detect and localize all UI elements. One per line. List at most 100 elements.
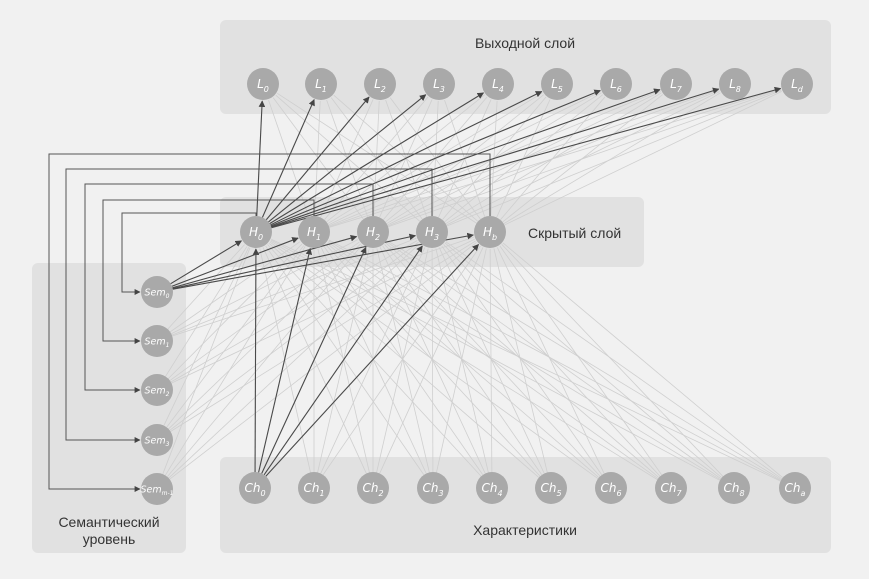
bold-edge-ch0-hidden: [258, 247, 313, 473]
faint-edge-semantic-hidden: [169, 241, 419, 431]
feature-node: Ch2: [357, 472, 389, 504]
bold-edge-h0-output: [271, 86, 782, 229]
feature-node-circle: [417, 472, 449, 504]
faint-edge-feature-hidden: [443, 244, 661, 477]
faint-edge-semantic-hidden: [170, 240, 418, 383]
semantic-node-label: Sem2: [145, 385, 170, 398]
output-node: Ld: [781, 68, 813, 100]
output-node-label: L3: [433, 77, 445, 94]
faint-edge-semantic-hidden: [169, 242, 477, 480]
faint-edge-semantic-hidden: [168, 243, 362, 430]
faint-edge-feature-hidden: [499, 245, 663, 476]
feature-node-circle: [779, 472, 811, 504]
feature-node: Ch8: [718, 472, 750, 504]
faint-edge-feature-hidden: [382, 245, 543, 476]
output-layer-title: Выходной слой: [475, 35, 575, 51]
faint-edge-feature-hidden: [438, 247, 545, 474]
output-node-label: L4: [492, 77, 504, 94]
feature-node: Ch3: [417, 472, 449, 504]
faint-edge-feature-hidden: [436, 248, 487, 473]
feature-node: Ch0: [239, 472, 271, 504]
faint-edge-hidden-output: [502, 94, 663, 223]
faint-edge-feature-hidden: [323, 245, 484, 476]
hidden-node: H3: [416, 216, 448, 248]
semantic-node: Semm-1: [141, 473, 173, 505]
faint-edge-feature-hidden: [265, 245, 425, 476]
output-node-circle: [719, 68, 751, 100]
feature-node-label: Ch6: [600, 481, 621, 498]
feature-node-label: Ch8: [723, 481, 744, 498]
bold-edge-ch0-hidden: [261, 246, 367, 474]
faint-edge-feature-hidden: [267, 244, 482, 477]
bold-edge-h0-output: [268, 94, 427, 223]
output-node: L4: [482, 68, 514, 100]
output-node-label: L8: [729, 77, 741, 94]
output-node-circle: [482, 68, 514, 100]
faint-edge-semantic-hidden: [171, 237, 417, 336]
feature-node-label: Ch2: [362, 481, 383, 498]
faint-edge-feature-hidden: [489, 248, 493, 473]
bold-edge-h0-output: [270, 88, 661, 228]
output-node: L5: [541, 68, 573, 100]
output-node: L8: [719, 68, 751, 100]
faint-edge-feature-hidden: [387, 240, 782, 481]
hidden-node-circle: [416, 216, 448, 248]
faint-edge-semantic-hidden: [164, 246, 306, 476]
faint-edge-feature-hidden: [502, 242, 784, 479]
bold-edge-h0-output: [256, 100, 266, 217]
hidden-layer-title: Скрытый слой: [528, 225, 621, 241]
faint-edge-feature-hidden: [386, 241, 722, 480]
faint-edge-feature-hidden: [259, 248, 311, 473]
output-node: L0: [247, 68, 279, 100]
bold-edge-h0-output: [270, 89, 601, 227]
feature-node-label: Ch4: [481, 481, 502, 498]
faint-edge-semantic-hidden: [167, 243, 303, 379]
faint-edge-semantic-hidden: [167, 244, 245, 330]
feature-node: Ch1: [298, 472, 330, 504]
feature-node-circle: [535, 472, 567, 504]
hidden-node-circle: [357, 216, 389, 248]
faint-edge-semantic-hidden: [169, 241, 360, 381]
faint-edge-feature-hidden: [320, 247, 427, 474]
faint-edge-feature-hidden: [262, 247, 367, 474]
output-node-label: L1: [315, 77, 327, 94]
recurrent-edge-hidden-to-semantic: [48, 153, 491, 492]
faint-edge-feature-hidden: [326, 242, 600, 478]
faint-edge-feature-hidden: [270, 239, 721, 481]
semantic-node: Sem1: [141, 325, 173, 357]
output-node-label: L2: [374, 77, 386, 94]
faint-edge-feature-hidden: [268, 242, 540, 478]
output-node-circle: [781, 68, 813, 100]
features-layer-panel: [220, 457, 831, 553]
faint-edge-hidden-output: [329, 88, 781, 228]
recurrent-edge-hidden-to-semantic: [65, 168, 433, 443]
semantic-node-circle: [141, 424, 173, 456]
features-layer-title: Характеристики: [473, 522, 577, 538]
recurrent-edge-hidden-to-semantic: [102, 199, 315, 344]
bold-edge-h0-output: [265, 96, 370, 221]
faint-edge-hidden-output: [445, 92, 662, 225]
feature-node-circle: [718, 472, 750, 504]
faint-edge-feature-hidden: [327, 241, 659, 480]
output-node: L7: [660, 68, 692, 100]
faint-edge-semantic-hidden: [165, 246, 248, 377]
output-node-circle: [423, 68, 455, 100]
faint-edge-semantic-hidden: [170, 240, 476, 432]
semantic-node-circle: [141, 276, 173, 308]
hidden-node: H0: [240, 216, 272, 248]
semantic-node: Sem3: [141, 424, 173, 456]
recurrent-edge-hidden-to-semantic: [84, 183, 374, 393]
feature-node-circle: [357, 472, 389, 504]
output-node-label: L5: [551, 77, 563, 94]
hidden-node: H1: [298, 216, 330, 248]
faint-edge-feature-hidden: [325, 244, 541, 477]
recurrent-edge-hidden-to-semantic: [121, 212, 257, 295]
faint-edge-feature-hidden: [496, 247, 605, 474]
highlighted-connections: [170, 86, 782, 477]
faint-edge-feature-hidden: [270, 240, 658, 480]
bold-edge-ch0-hidden: [252, 248, 260, 473]
hidden-node: Hb: [474, 216, 506, 248]
semantic-layer-title-line1: Семантический: [58, 514, 159, 530]
